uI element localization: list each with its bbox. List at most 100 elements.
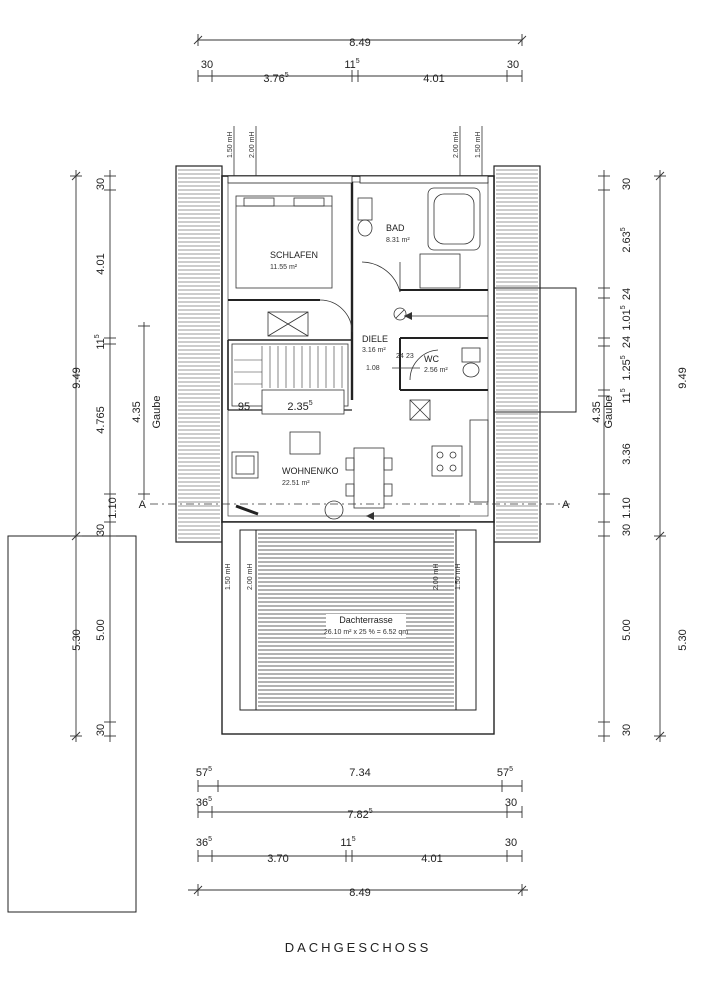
interior-walls [227, 182, 488, 411]
room-diele-name: DIELE [362, 334, 388, 344]
stair-offset-dim: 95 [238, 401, 250, 413]
height-markers-top: 1.50 mH 2.00 mH 2.00 mH 1.50 mH [227, 126, 483, 176]
bottom-r3-b-dim: 4.01 [421, 853, 442, 865]
height-mark-150-terrace-right: 1.50 mH [455, 564, 462, 590]
armchair [231, 451, 259, 479]
height-mark-150-left: 1.50 mH [227, 132, 234, 158]
right-s3-dim: 24 [621, 288, 633, 300]
terrace-outline-box [7, 535, 137, 913]
bottom-r3-right-dim: 30 [505, 837, 517, 849]
bottom-r2-right-dim: 30 [505, 797, 517, 809]
washbasin [419, 253, 461, 289]
section-mark-right: A [562, 499, 570, 511]
right-s6-dim: 1.255 [620, 355, 633, 380]
room-bad-name: BAD [386, 223, 405, 233]
room-wc-area: 2.56 m² [424, 367, 448, 374]
top-right-wall-dim: 30 [507, 59, 519, 71]
roof-hatching-right [493, 165, 541, 543]
room-bad-area: 8.31 m² [386, 237, 410, 244]
top-total-dim: 8.49 [349, 37, 370, 49]
storage-cross [409, 399, 431, 421]
height-mark-200-left: 2.00 mH [249, 132, 256, 158]
right-outer-bottom-dim: 5.30 [677, 629, 689, 650]
top-dimension-chain: 8.49 30 3.765 115 4.01 30 [193, 34, 527, 85]
bottom-r2-mid-dim: 7.825 [347, 808, 372, 821]
right-s5-dim: 24 [621, 336, 633, 348]
section-mark-left: A [139, 499, 147, 511]
staircase [231, 343, 349, 415]
left-outer-top-dim: 9.49 [71, 367, 83, 388]
room-wohnen-area: 22.51 m² [282, 480, 310, 487]
left-s6-dim: 30 [95, 524, 107, 536]
bathtub [427, 187, 481, 251]
coffee-table [289, 431, 321, 455]
wardrobe-cross [267, 311, 309, 337]
top-mid-wall-dim: 115 [344, 58, 359, 71]
height-mark-200-right: 2.00 mH [453, 132, 460, 158]
height-mark-200-terrace-right: 2.00 mH [433, 564, 440, 590]
roof-hatching-left [175, 165, 223, 543]
room-terrasse-area: 26.10 m² x 25 % = 6.52 qm [324, 629, 408, 636]
bottom-r3-mid-dim: 115 [340, 836, 355, 849]
right-gaube-label: Gaube [603, 395, 615, 428]
bottom-r1-left-dim: 575 [196, 766, 212, 779]
section-line-a: A A [139, 499, 570, 511]
stove-icon [324, 500, 344, 520]
toilet-bad [357, 197, 373, 237]
height-mark-200-terrace-left: 2.00 mH [247, 564, 254, 590]
top-left-span-dim: 3.765 [263, 72, 288, 85]
bottom-r2-left-dim: 365 [196, 796, 212, 809]
right-outer-top-dim: 9.49 [677, 367, 689, 388]
bottom-dimension-chains: 575 7.34 575 365 7.825 30 365 3.70 115 4… [188, 766, 528, 899]
room-wohnen-name: WOHNEN/KO [282, 466, 339, 476]
right-s2-dim: 2.635 [620, 227, 633, 252]
height-mark-150-terrace-left: 1.50 mH [225, 564, 232, 590]
page-title: DACHGESCHOSS [285, 940, 432, 955]
gaube-outline-right [494, 287, 577, 413]
left-s1-dim: 30 [95, 178, 107, 190]
bottom-total-dim: 8.49 [349, 887, 370, 899]
room-schlafen-area: 11.55 m² [270, 264, 298, 271]
left-dimension-chain: 9.49 5.30 30 4.01 115 4.765 1.10 30 5.00… [70, 170, 163, 742]
left-gaube-label: Gaube [151, 395, 163, 428]
room-schlafen-name: SCHLAFEN [270, 250, 318, 260]
bed [235, 195, 333, 289]
height-mark-150-right: 1.50 mH [475, 132, 482, 158]
left-s8-dim: 30 [95, 724, 107, 736]
left-s4-dim: 4.765 [95, 406, 107, 434]
bottom-r1-mid-dim: 7.34 [349, 767, 370, 779]
diele-dim-3: 23 [406, 353, 414, 360]
diele-dim-1: 1.08 [366, 365, 380, 372]
right-s1-dim: 30 [621, 178, 633, 190]
toilet-wc [461, 347, 481, 378]
room-terrasse-name: Dachterrasse [339, 615, 393, 625]
room-wc-name: WC [424, 354, 439, 364]
stair-width-dim: 2.355 [287, 400, 312, 413]
room-diele-area: 3.16 m² [362, 347, 386, 354]
diele-dim-2: 24 [396, 353, 404, 360]
bottom-r1-right-dim: 575 [497, 766, 513, 779]
right-s10-dim: 30 [621, 524, 633, 536]
diele-circle-icon [393, 307, 407, 321]
right-dimension-chain: 30 2.635 24 1.015 24 1.255 115 3.36 1.10… [591, 170, 689, 742]
right-s9-dim: 1.10 [621, 497, 633, 518]
left-s2-dim: 4.01 [95, 253, 107, 274]
top-right-span-dim: 4.01 [423, 73, 444, 85]
top-left-wall-dim: 30 [201, 59, 213, 71]
right-s7-dim: 115 [620, 388, 633, 403]
left-s7-dim: 5.00 [95, 619, 107, 640]
right-s11-dim: 5.00 [621, 619, 633, 640]
left-gaube-dim: 4.35 [131, 401, 143, 422]
dining-table [345, 447, 393, 509]
kitchen-counter [431, 419, 489, 503]
right-gaube-dim: 4.35 [591, 401, 603, 422]
bottom-r3-left-dim: 365 [196, 836, 212, 849]
right-s8-dim: 3.36 [621, 443, 633, 464]
bottom-r3-a-dim: 3.70 [267, 853, 288, 865]
left-s5-dim: 1.10 [107, 497, 119, 518]
left-s3-dim: 115 [94, 334, 107, 349]
right-s12-dim: 30 [621, 724, 633, 736]
left-outer-bottom-dim: 5.30 [71, 629, 83, 650]
right-s4-dim: 1.015 [620, 305, 633, 330]
